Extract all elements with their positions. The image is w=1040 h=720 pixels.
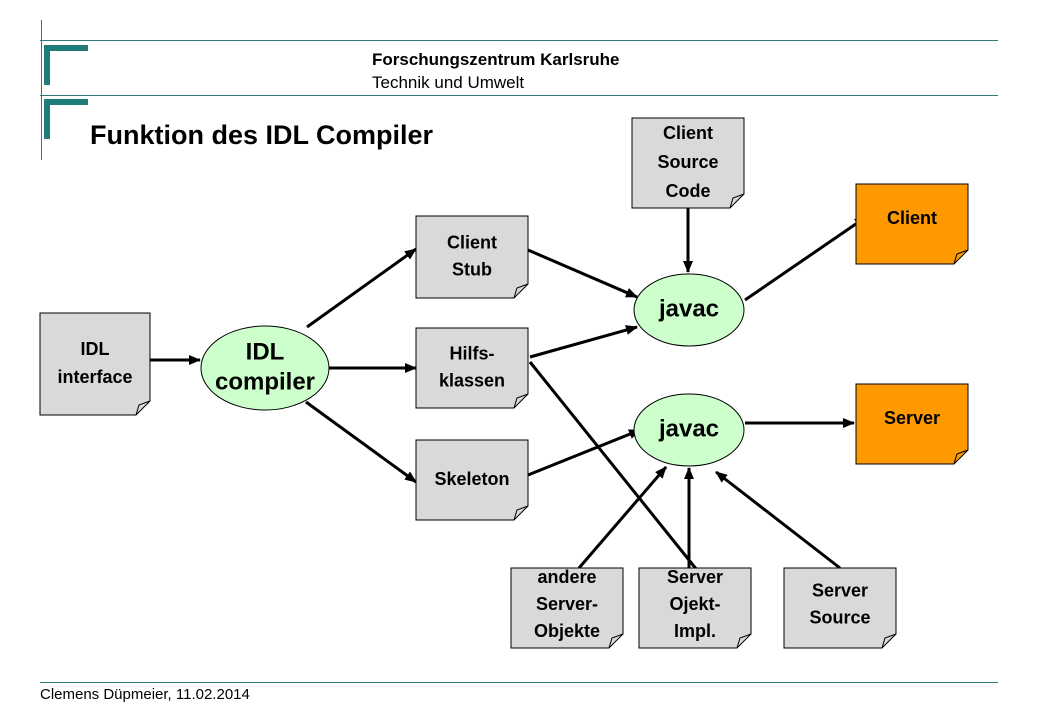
- node-shape-javac-client: [633, 273, 745, 347]
- node-idl-interface: IDL interface: [39, 312, 151, 416]
- node-label-client: Client: [887, 208, 937, 228]
- logo-bar-horizontal-2: [44, 99, 88, 105]
- node-label-server-impl: Ojekt-: [669, 594, 720, 614]
- node-shape-hilfsklassen: [415, 327, 529, 409]
- node-shape-skeleton: [415, 439, 529, 521]
- node-shape-idl-interface: [39, 312, 151, 416]
- node-javac-server: javac: [633, 393, 745, 467]
- node-label-server-impl: Impl.: [674, 621, 716, 641]
- header-rule-top: [40, 40, 998, 41]
- logo-bar-vertical-2: [44, 99, 50, 139]
- edge-server-source-to-javac-server: [715, 470, 841, 570]
- node-fold-idl-interface: [135, 400, 151, 416]
- node-label-hilfsklassen: Hilfs-: [450, 343, 495, 363]
- logo-bar-horizontal-1: [44, 45, 88, 51]
- node-fold-client: [953, 249, 969, 265]
- node-shape-server-impl: [638, 567, 752, 649]
- node-label-server-impl: Server: [667, 567, 723, 587]
- node-label-javac-client: javac: [658, 295, 719, 322]
- node-label-server-source: Server: [812, 580, 868, 600]
- edge-hilfsklassen-to-javac-client: [529, 325, 638, 359]
- node-fold-hilfsklassen: [513, 393, 529, 409]
- node-label-idl-compiler: IDL: [246, 338, 285, 365]
- node-label-idl-compiler: compiler: [215, 368, 315, 395]
- node-skeleton: Skeleton: [415, 439, 529, 521]
- node-label-idl-interface: IDL: [81, 339, 110, 359]
- node-label-client-source: Code: [666, 181, 711, 201]
- node-label-server: Server: [884, 408, 940, 428]
- node-shape-idl-compiler: [200, 325, 330, 411]
- edge-andere-to-javac-server: [577, 466, 668, 569]
- node-label-client-stub: Stub: [452, 259, 492, 279]
- footer-text: Clemens Düpmeier, 11.02.2014: [40, 686, 250, 703]
- edge-skeleton-to-javac-server: [527, 428, 641, 477]
- node-shape-server-source: [783, 567, 897, 649]
- node-fold-server-source: [881, 633, 897, 649]
- department-name: Technik und Umwelt: [372, 73, 525, 92]
- logo-vertical-rule: [41, 20, 42, 160]
- node-shape-client-stub: [415, 215, 529, 299]
- header-rule-bottom: [40, 95, 998, 96]
- node-shape-client: [855, 183, 969, 265]
- diagram-nodes: IDL interface IDL compiler ClientStubHilfs-k…: [39, 117, 969, 649]
- node-idl-compiler: IDL compiler: [200, 325, 330, 411]
- node-label-client-stub: Client: [447, 232, 497, 252]
- edge-hilfsklassen-to-server-impl: [528, 361, 699, 571]
- node-label-idl-interface: interface: [57, 367, 132, 387]
- node-label-server-source: Source: [809, 607, 870, 627]
- node-javac-client: javac: [633, 273, 745, 347]
- node-fold-client-source: [729, 193, 745, 209]
- footer-rule: [40, 682, 998, 683]
- node-label-javac-server: javac: [658, 415, 719, 442]
- node-shape-javac-server: [633, 393, 745, 467]
- logo-bar-vertical-1: [44, 45, 50, 85]
- node-label-andere-server: Server-: [536, 594, 598, 614]
- edge-javac-client-to-client: [744, 215, 867, 302]
- node-fold-skeleton: [513, 505, 529, 521]
- organization-name: Forschungszentrum Karlsruhe: [372, 50, 620, 69]
- node-fold-andere-server: [608, 633, 624, 649]
- node-server: Server: [855, 383, 969, 465]
- node-label-skeleton: Skeleton: [434, 469, 509, 489]
- node-label-andere-server: Objekte: [534, 621, 600, 641]
- node-hilfsklassen: Hilfs-klassen: [415, 327, 529, 409]
- node-label-client-source: Client: [663, 123, 713, 143]
- node-fold-client-stub: [513, 283, 529, 299]
- node-client: Client: [855, 183, 969, 265]
- node-shape-andere-server: [510, 567, 624, 649]
- edge-client-stub-to-javac-client: [527, 248, 638, 299]
- node-fold-server-impl: [736, 633, 752, 649]
- node-fold-server: [953, 449, 969, 465]
- node-label-andere-server: andere: [537, 567, 596, 587]
- node-shape-client-source: [631, 117, 745, 209]
- node-label-client-source: Source: [657, 152, 718, 172]
- edge-compiler-to-skeleton: [305, 400, 417, 484]
- node-shape-server: [855, 383, 969, 465]
- edge-compiler-to-client-stub: [306, 247, 417, 329]
- node-label-hilfsklassen: klassen: [439, 370, 505, 390]
- page-title: Funktion des IDL Compiler: [90, 120, 434, 150]
- diagram-edges: [150, 208, 867, 571]
